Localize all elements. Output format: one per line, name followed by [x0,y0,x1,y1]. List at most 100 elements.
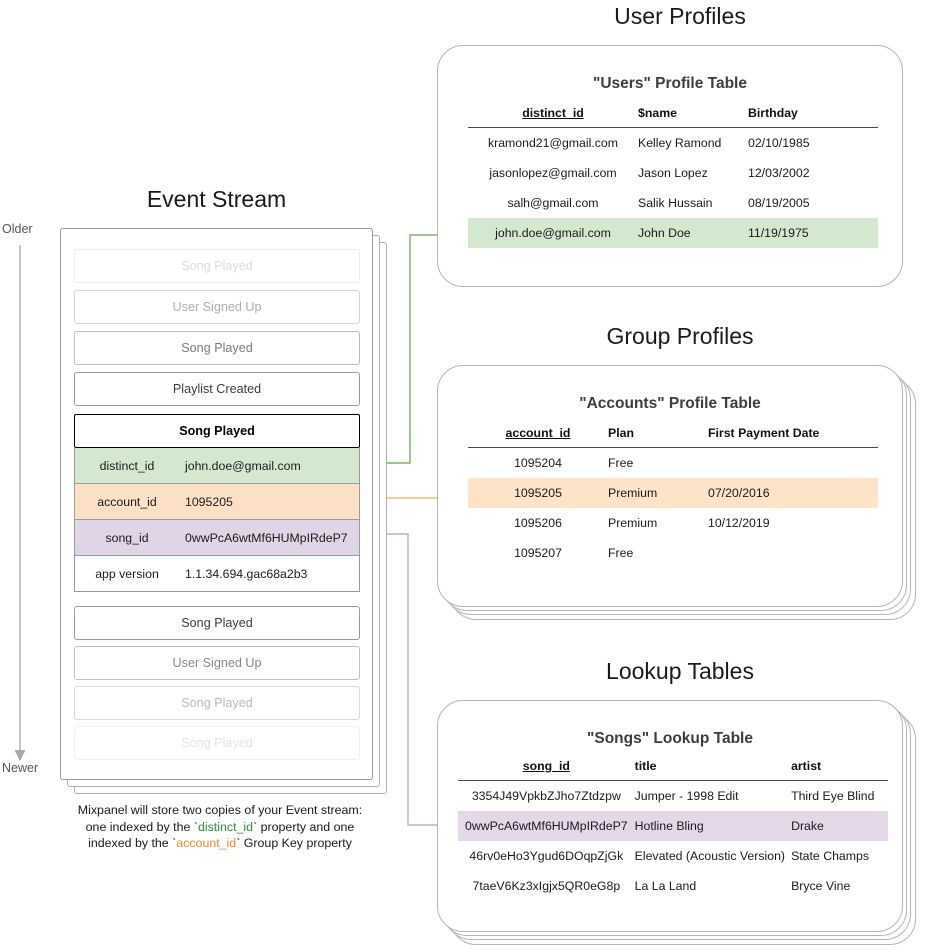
table-cell-name: John Doe [638,225,691,240]
table-cell-id-text: 0wwPcA6wtMf6HUMpIRdeP7 [465,818,628,833]
event-item-label: Song Played [181,696,253,710]
table-cell-birthday: 08/19/2005 [748,195,810,210]
table-cell-first_payment_date: 07/20/2016 [708,485,770,500]
event-item-label: Song Played [181,341,253,355]
table-cell-plan: Free [608,545,634,560]
table-cell-artist: State Champs [791,848,869,863]
caption-line2-post: ` property and one [253,819,355,834]
event-item[interactable]: Song Played [74,606,360,640]
event-item[interactable]: Song Played [74,331,360,365]
table-cell-birthday: 02/10/1985 [748,135,810,150]
event-property-key: account_id [97,494,157,509]
table-cell-id-text: kramond21@gmail.com [487,135,619,150]
event-item[interactable]: Playlist Created [74,372,360,406]
table-cell-plan: Premium [608,485,658,500]
table-row[interactable]: 7taeV6Kz3xIgjx5QR0eG8p La La Land Bryce Vi… [458,871,888,901]
table-cell-distinct_id: salh@gmail.com [468,188,638,218]
event-property-key: distinct_id [99,458,155,473]
event-item-label: Song Played [181,736,253,750]
table-cell-name: Kelley Ramond [638,135,722,150]
event-property-key: app version [95,566,159,581]
event-item-label: User Signed Up [172,656,262,670]
caption-line-1: Mixpanel will store two copies of your E… [77,803,363,817]
caption-account-id-token: account_id [176,836,237,850]
table-cell-birthday: 12/03/2002 [748,165,810,180]
songs-col-song-id: song_id [522,759,570,773]
caption-line2-pre: one indexed by the ` [85,819,198,834]
accounts-table-title: "Accounts" Profile Table [579,395,761,412]
table-cell-artist: Third Eye Blind [791,788,875,803]
event-property-value: john.doe@gmail.com [185,458,301,473]
table-cell-plan: Free [608,455,634,470]
event-item[interactable]: Song Played [74,686,360,720]
event-property-value: 1.1.34.694.gac68a2b3 [185,566,308,581]
songs-col-title: title [634,759,657,773]
event-item-label: User Signed Up [172,300,262,314]
table-cell-id-text: 7taeV6Kz3xIgjx5QR0eG8p [472,878,621,893]
users-table-head: distinct_id $name Birthday [468,106,878,128]
event-item[interactable]: Song Played [74,726,360,760]
table-cell-song_id: 3354J49VpkbZJho7Ztdzpw [458,781,635,811]
caption-line3-pre: indexed by the ` [88,836,177,850]
accounts-col-account-id: account_id [505,426,571,440]
event-item[interactable]: User Signed Up [74,290,360,324]
event-item[interactable]: Song Played [74,249,360,283]
caption-line-3: indexed by the `account_id` Group Key pr… [20,835,420,852]
songs-table-head: song_id title artist [458,759,888,781]
table-cell-name: Salik Hussain [638,195,713,210]
table-cell-song_id: 46rv0eHo3Ygud6DOqpZjGk [458,841,635,871]
event-item-label: Playlist Created [172,382,262,396]
users-card-stack: "Users" Profile Table distinct_id $name … [437,45,917,287]
table-row[interactable]: kramond21@gmail.com Kelley Ramond 02/10/19… [468,128,878,158]
event-property-value: 1095205 [185,494,233,509]
caption-line-2: one indexed by the `distinct_id` propert… [20,819,420,836]
users-table-body: kramond21@gmail.com Kelley Ramond 02/10/19… [468,128,878,248]
table-cell-account_id: 1095206 [468,508,608,538]
table-cell-id-text: john.doe@gmail.com [495,225,611,240]
table-cell-birthday: 11/19/1975 [748,225,809,240]
event-item-label: Song Played [181,259,253,273]
users-col-birthday: Birthday [748,106,798,120]
table-cell-account_id: 1095207 [468,538,608,568]
timeline-older-label: Older [2,222,33,236]
users-col-distinct-id: distinct_id [522,106,584,120]
caption-distinct-id-token: distinct_id [197,819,254,834]
timeline-newer-label: Newer [2,761,39,775]
users-table: distinct_id $name Birthday kramond21@gma… [468,106,878,248]
table-row[interactable]: john.doe@gmail.com John Doe 11/19/1975 [468,217,878,248]
table-cell-title: Elevated (Acoustic Version) [634,848,786,863]
accounts-table: account_id Plan First Payment Date 10952… [468,426,878,568]
caption-line3-post: ` Group Key property [236,836,352,850]
table-cell-distinct_id: john.doe@gmail.com [468,218,638,248]
users-card: "Users" Profile Table distinct_id $name … [437,45,903,287]
table-cell-first_payment_date: 10/12/2019 [708,515,770,530]
event-item[interactable]: User Signed Up [74,646,360,680]
table-cell-artist: Bryce Vine [791,878,851,893]
table-cell-song_id: 7taeV6Kz3xIgjx5QR0eG8p [458,871,635,901]
selected-event-header[interactable]: Song Played [74,414,360,448]
lookup-tables-title: Lookup Tables [606,658,754,684]
table-cell-title: La La Land [634,878,697,893]
group-profiles-title: Group Profiles [606,323,754,349]
event-item-label: Song Played [181,616,253,630]
event-property-value: 0wwPcA6wtMf6HUMpIRdeP7 [185,530,348,545]
table-cell-first_payment_date [708,448,878,478]
table-cell-id-text: 1095206 [514,515,562,530]
songs-table: song_id title artist 3354J49VpkbZJho7Ztd… [458,759,888,901]
users-table-title: "Users" Profile Table [593,75,747,92]
event-stream-title: Event Stream [146,186,287,212]
accounts-col-first-payment: First Payment Date [708,426,820,440]
